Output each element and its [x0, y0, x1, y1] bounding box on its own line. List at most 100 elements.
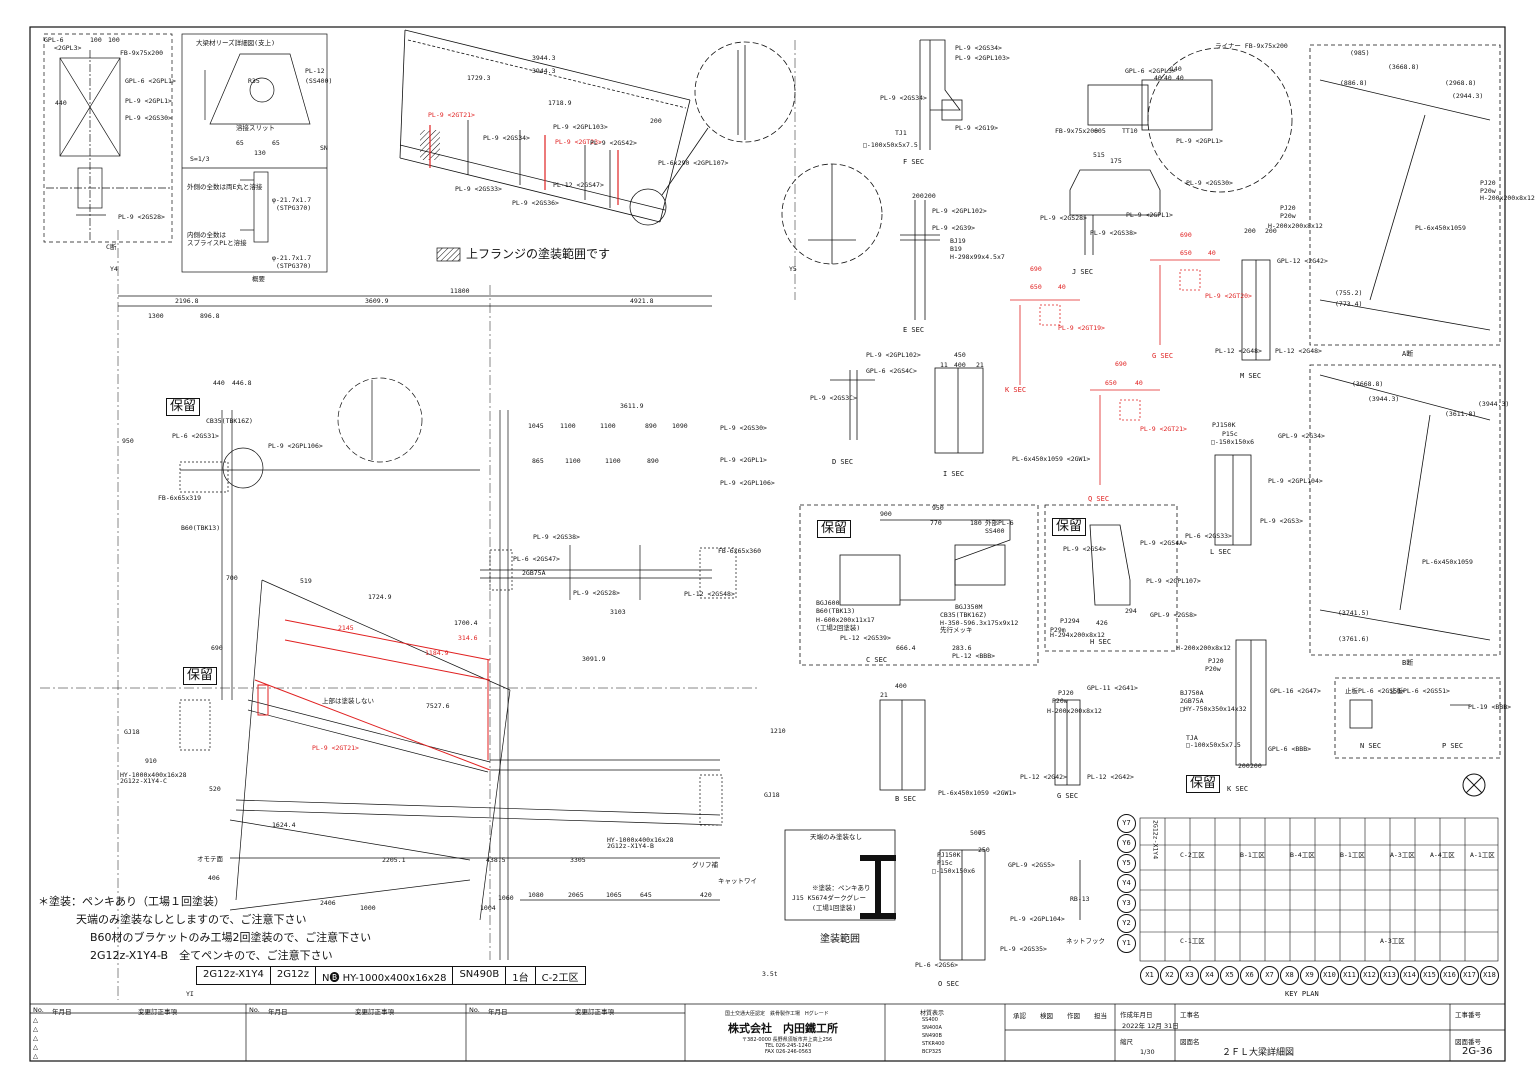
key-plan-cell-label: C-1工区 [1180, 937, 1205, 945]
callout-label: B60(TBK13) [181, 524, 221, 532]
section-callout: 426 [1096, 619, 1108, 627]
scallop-label: (STPG370) [276, 262, 312, 270]
scale-label: 縮尺 [1120, 1038, 1133, 1046]
section-callout: PL-9 <2GS34> [955, 44, 1002, 52]
dimension-label: 865 [532, 457, 544, 465]
company-name: 株式会社 内田鐵工所 [728, 1022, 838, 1035]
material-row: SS400 [922, 1017, 938, 1023]
dimension-label: 1724.9 [368, 593, 392, 601]
section-callout: 450 [954, 351, 966, 359]
section-callout: 605 [1094, 127, 1106, 135]
section-callout: 900 [880, 510, 892, 518]
plate-label: 440 [55, 99, 67, 107]
section-callout: B19 [950, 245, 962, 253]
section-callout: PL-6 <2GS33> [1185, 532, 1232, 540]
scallop-label: φ-21.7x1.7 [272, 196, 312, 204]
rev-header: 変更訂正事項 [575, 1008, 614, 1016]
grid-lines [40, 40, 796, 1000]
callout-label: PL-9 <2GPL106> [720, 479, 775, 487]
section-callout: 外部PL-6 [985, 519, 1014, 527]
section-callout: (工場2回塗装) [816, 624, 861, 632]
section-label-text: C SEC [866, 656, 888, 664]
dimension-label: 1100 [560, 422, 576, 430]
stamp-box-label: 検図 [1040, 1012, 1053, 1020]
hold-mark: 保留 [1186, 775, 1221, 794]
section-callout: PL-9 <2G19> [955, 124, 999, 132]
callout-label: PL-9 <2GT21> [428, 111, 475, 119]
dimension-label: 2205.1 [382, 856, 406, 864]
section-callout: PL-6 <2GS6> [915, 961, 959, 969]
hold-mark: 保留 [166, 398, 201, 417]
part-weight: 3.5t [762, 970, 778, 978]
section-label-text: P SEC [1442, 742, 1464, 750]
section-callout: B60(TBK13) [816, 607, 856, 615]
key-plan-grid [1139, 817, 1499, 962]
material-row: SN490B [922, 1033, 942, 1039]
hold-mark: 保留 [183, 667, 218, 686]
grid-marker-y5: Y5 [789, 265, 797, 273]
section-callout: P20w [1205, 665, 1221, 673]
scallop-label: PL-12 [305, 67, 325, 75]
key-plan-col-marker: X13 [1380, 966, 1399, 985]
key-plan-col-marker: X8 [1280, 966, 1299, 985]
section-callout: 690 [1180, 231, 1192, 239]
section-callout: 500 [970, 829, 982, 837]
section-label-bpl: B断 [1402, 658, 1413, 668]
section-label-text: H SEC [1090, 638, 1112, 646]
section-callout: (2968.8) [1445, 79, 1477, 87]
section-callout: 650 [1180, 249, 1192, 257]
callout-label: PL-6x290 <2GPL107> [658, 159, 729, 167]
stamp-box-label: 承認 [1013, 1012, 1026, 1020]
plate-label: PL-9 <2GS28> [118, 213, 165, 221]
scallop-label: (SS400) [305, 77, 333, 85]
rev-header: 年月日 [52, 1008, 72, 1016]
section-callout: 200 [1250, 762, 1262, 770]
key-plan-cell-label: B-4工区 [1290, 851, 1315, 859]
scallop-label: (STPG370) [276, 204, 312, 212]
material-row: STKR400 [922, 1041, 945, 1047]
callout-label: PL-9 <2GS33> [455, 185, 502, 193]
section-callout: 650 [1030, 283, 1042, 291]
section-callout: PJ20 [1208, 657, 1224, 665]
rev-row: △ [33, 1052, 38, 1060]
note-line-3: B60材のブラケットのみ工場2回塗装ので、ご注意下さい [90, 931, 372, 944]
section-callout: P20w [1052, 697, 1068, 705]
red-dim: 314.6 [458, 634, 478, 642]
key-plan-col-marker: X4 [1200, 966, 1219, 985]
section-callout: PJ20 [1058, 689, 1074, 697]
dimension-label: 890 [645, 422, 657, 430]
callout-label: PL-6 <2GS31> [172, 432, 219, 440]
callout-label: FB-6x65x319 [158, 494, 202, 502]
section-callout: PL-9 <2GS35> [1000, 945, 1047, 953]
section-callout: □-150x150x6 [932, 867, 976, 875]
section-label-text: L SEC [1210, 548, 1232, 556]
key-plan-row-marker: Y3 [1117, 894, 1136, 913]
dimension-label: 3305 [570, 856, 586, 864]
section-callout: GPL-9 <2G34> [1278, 432, 1325, 440]
section-callout: GPL-6 <2GPL3> [1125, 67, 1176, 75]
dimension-label: 446.8 [232, 379, 252, 387]
part-table: 2G12z-X1Y4 2G12z N🅑 HY-1000x400x16x28 SN… [196, 966, 586, 985]
section-label-text: K SEC [1227, 785, 1249, 793]
section-callout: 666.4 [896, 644, 916, 652]
section-callout: (3668.8) [1388, 63, 1420, 71]
section-callout: PJ150K [1212, 421, 1236, 429]
dimension-label: 1100 [600, 422, 616, 430]
paint-top-note: 天端のみ塗装なし [810, 833, 862, 841]
dimension-label: 700 [226, 574, 238, 582]
callout-label: PL-12 <2GS47> [553, 181, 604, 189]
section-callout: PL-9 <2GS3> [1260, 517, 1304, 525]
dimension-label: 520 [209, 785, 221, 793]
section-callout: 690 [1115, 360, 1127, 368]
section-callout: PL-9 <2GPL104> [1268, 477, 1323, 485]
scallop-label: スプライスPLと溶接 [187, 239, 247, 247]
section-callout: 250 [978, 846, 990, 854]
key-plan-col-marker: X16 [1440, 966, 1459, 985]
dim-d3: 4921.8 [630, 297, 654, 305]
section-callout: H-600x200x11x17 [816, 616, 875, 624]
section-callout: PL-9 <2GPL1> [1126, 211, 1173, 219]
section-callout: 40 [1208, 249, 1216, 257]
section-callout: 40 [1176, 74, 1184, 82]
section-callout: P20w [1280, 212, 1296, 220]
dimension-label: 1080 [528, 891, 544, 899]
